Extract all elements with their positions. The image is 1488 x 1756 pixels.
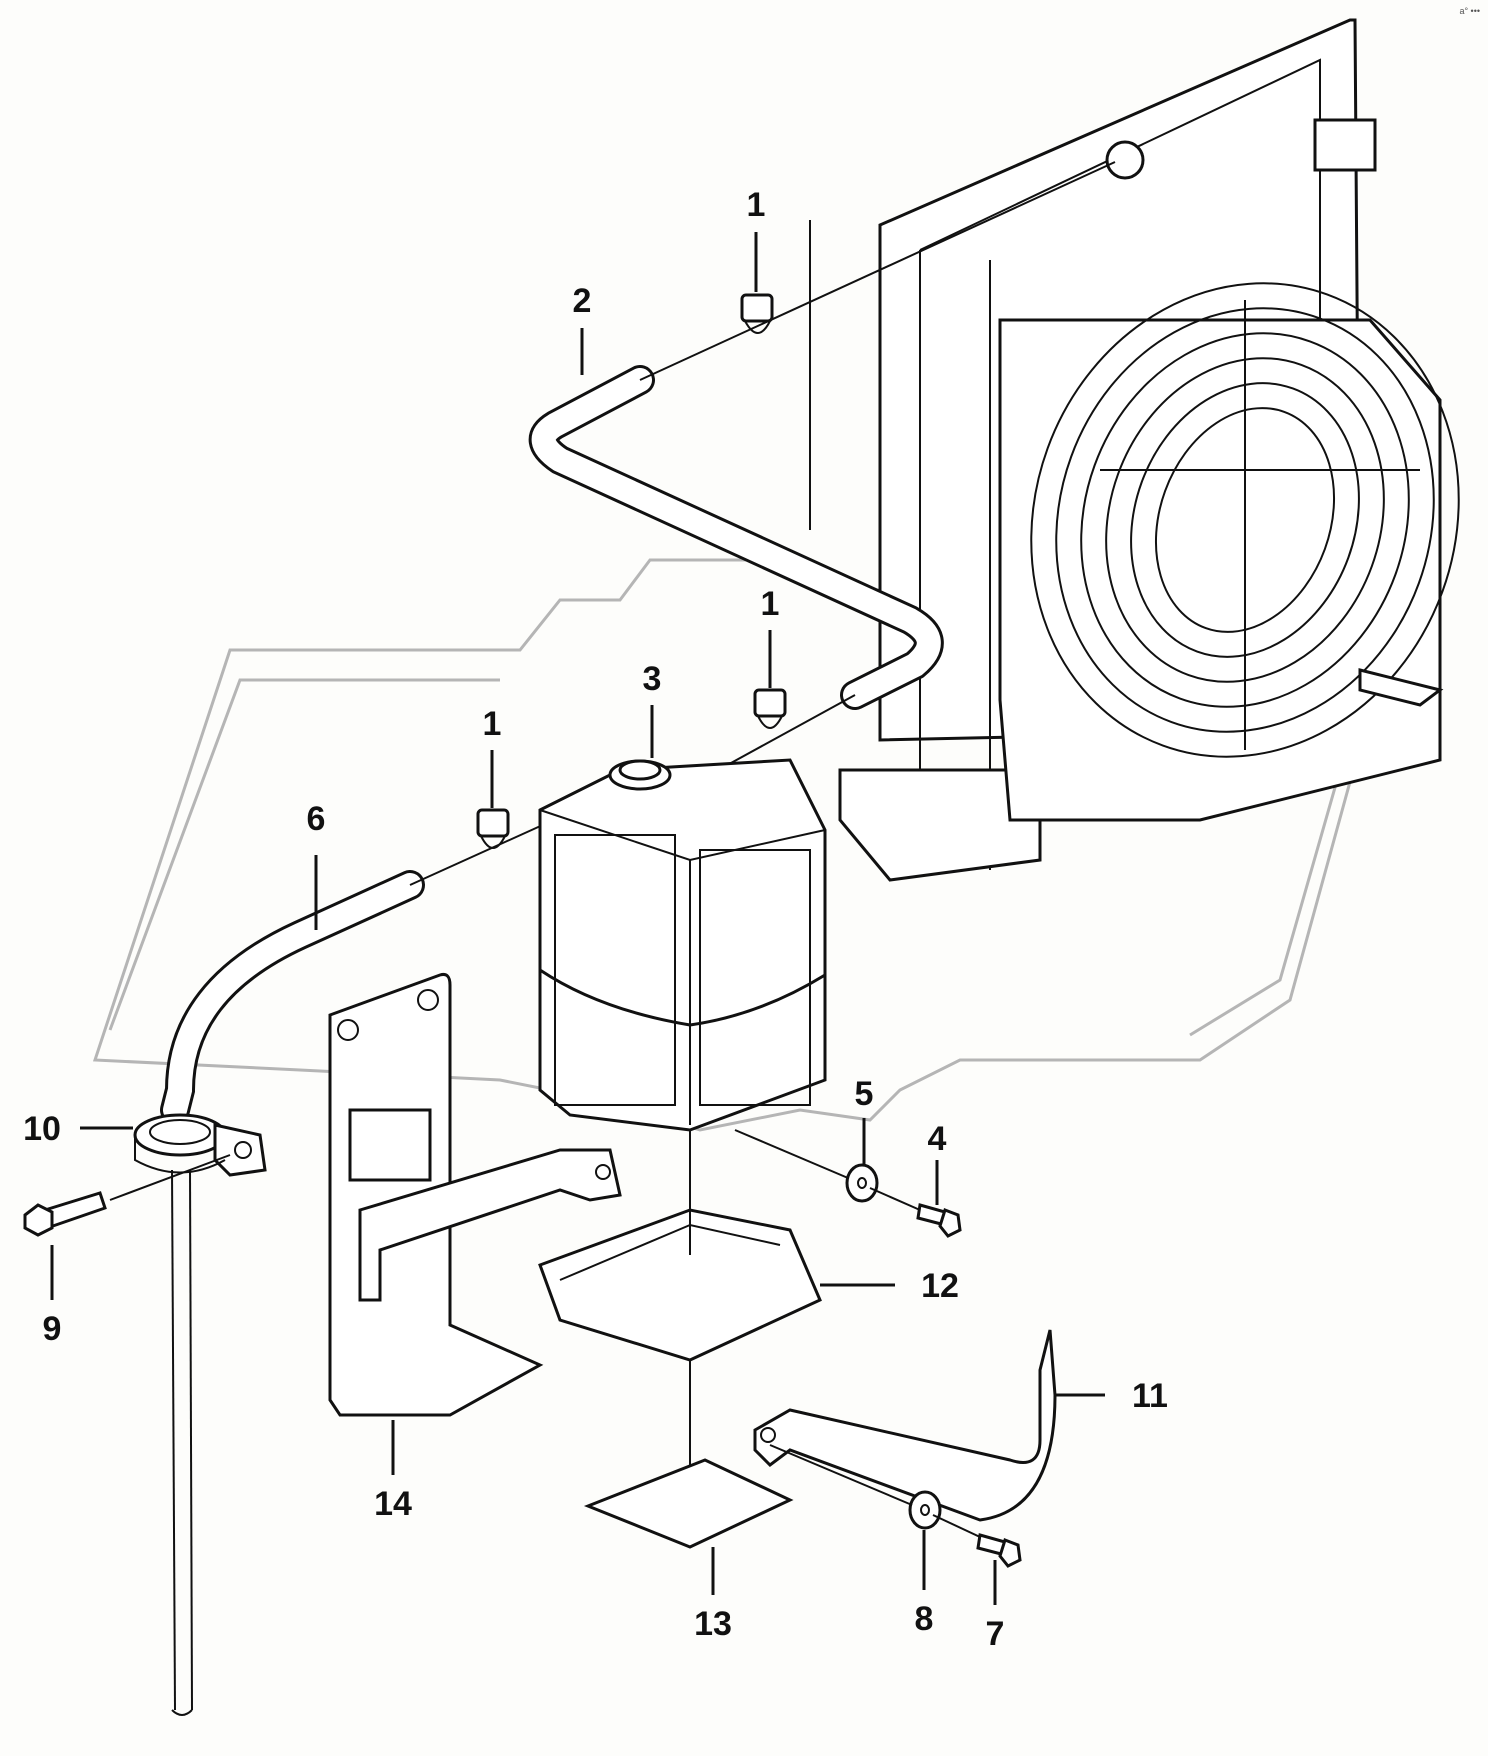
- hose-clamp-lower: [476, 808, 510, 849]
- callout-12: 12: [921, 1267, 959, 1305]
- strap-bracket-11: [753, 1329, 1057, 1522]
- bolt-7: [932, 1514, 1022, 1568]
- callout-13: 13: [694, 1605, 732, 1643]
- bolt-4: [869, 1187, 962, 1238]
- callout-1-middle: 1: [761, 585, 780, 623]
- callout-labels: 1 2 1 3 1 6 10 9 5 4 12 11 14 13 8 7: [23, 186, 1168, 1653]
- callout-14: 14: [374, 1485, 412, 1523]
- callout-10: 10: [23, 1110, 61, 1148]
- washer-8: [769, 1444, 942, 1530]
- rubber-pad-13: [583, 1458, 794, 1549]
- strap-ring-12: [538, 1130, 822, 1480]
- callout-1-upper: 1: [747, 186, 766, 224]
- fan-guard: [1030, 282, 1460, 758]
- hose-clamp-middle: [753, 688, 787, 729]
- expansion-tank: [538, 758, 827, 1132]
- hose-2: [528, 161, 1116, 781]
- callout-11: 11: [1132, 1377, 1168, 1415]
- callout-6: 6: [307, 800, 326, 838]
- leader-lines: [50, 232, 1105, 1605]
- callout-5: 5: [855, 1075, 874, 1113]
- radiator-assembly: [809, 18, 1460, 882]
- callout-3: 3: [643, 660, 662, 698]
- callout-9: 9: [43, 1310, 62, 1348]
- strap-bracket-upper: [358, 1148, 622, 1302]
- callout-8: 8: [915, 1600, 934, 1638]
- hose-6: [160, 789, 621, 1716]
- washer-5: [734, 1129, 879, 1203]
- callout-1-lower: 1: [483, 705, 502, 743]
- pipe-clamp-10: [133, 1113, 267, 1177]
- callout-2: 2: [573, 282, 592, 320]
- hose-clamp-upper: [740, 293, 774, 334]
- callout-4: 4: [928, 1120, 947, 1158]
- bolt-9: [23, 1154, 231, 1237]
- corner-mark: a° •••: [1459, 6, 1480, 16]
- callout-7: 7: [986, 1615, 1005, 1653]
